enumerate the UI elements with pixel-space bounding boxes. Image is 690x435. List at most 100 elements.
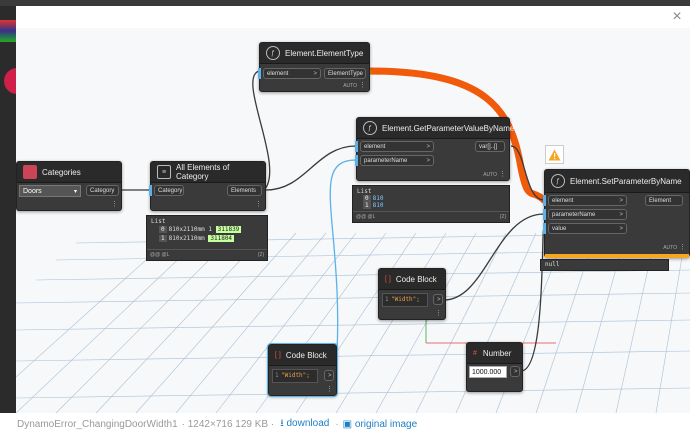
port-label: Category: [90, 187, 115, 194]
category-dropdown[interactable]: Doors▾: [19, 185, 81, 197]
number-node[interactable]: #Number 1000.000 >: [466, 342, 523, 392]
node-header[interactable]: #Number: [467, 343, 522, 364]
more-options-icon[interactable]: ⋮: [679, 244, 686, 251]
category-icon: [23, 165, 37, 179]
node-header[interactable]: Categories: [17, 162, 121, 183]
number-input[interactable]: 1000.000: [469, 366, 507, 378]
original-image-link[interactable]: ▣ original image: [343, 419, 418, 430]
output-port-var[interactable]: var[]..[]: [475, 141, 505, 152]
element-id-link[interactable]: 311804: [208, 235, 235, 242]
input-port-element[interactable]: element>: [548, 195, 627, 206]
list-icon: ≡: [157, 165, 171, 179]
preview-count: {2}: [257, 252, 264, 258]
node-title: Code Block: [395, 274, 437, 284]
color-swatch: [0, 20, 16, 42]
categories-node[interactable]: Categories Doors▾ Category ⋮: [16, 161, 122, 211]
dropdown-value: Doors: [23, 187, 42, 195]
more-options-icon[interactable]: ⋮: [359, 82, 366, 89]
more-options-icon[interactable]: ⋮: [499, 171, 506, 178]
output-port[interactable]: >: [433, 294, 443, 305]
more-options-icon[interactable]: ⋮: [111, 201, 118, 208]
chevron-right-icon: >: [619, 211, 623, 218]
code-editor[interactable]: 1 "Width";: [382, 293, 428, 307]
line-number: 1: [275, 372, 279, 379]
left-strip: [0, 6, 16, 413]
input-indicator: [543, 195, 546, 206]
preview-levels: @@ @L: [356, 214, 376, 220]
input-port-category[interactable]: Category: [154, 185, 184, 196]
more-options-icon[interactable]: ⋮: [255, 201, 262, 208]
chevron-right-icon: >: [619, 197, 623, 204]
port-label: ElementType: [328, 70, 364, 77]
preview-value: 810x2110mm: [168, 235, 205, 242]
port-label: value: [552, 225, 567, 232]
download-label: download: [286, 417, 330, 429]
number-value: 1000.000: [472, 368, 502, 376]
input-indicator: [258, 68, 261, 79]
node-title: All Elements of Category: [176, 163, 230, 181]
preview-value: 810: [372, 195, 384, 202]
node-header[interactable]: ƒ Element.SetParameterByName: [545, 170, 689, 193]
input-port-parametername[interactable]: parameterName>: [548, 209, 627, 220]
function-icon: ƒ: [266, 46, 280, 60]
warning-icon: [548, 149, 561, 160]
all-elements-of-category-node[interactable]: ≡ All Elements of Category Category Eleme…: [149, 161, 266, 211]
output-port-element[interactable]: Element: [645, 195, 683, 206]
close-icon[interactable]: ×: [672, 8, 682, 25]
download-link[interactable]: ⭳ download: [280, 416, 329, 433]
line-number: 1: [385, 296, 389, 303]
code-block-node-2[interactable]: [ ]Code Block 1 "Width"; > ⋮: [267, 343, 338, 397]
output-port-elements[interactable]: Elements: [227, 185, 262, 196]
node-title: Code Block: [285, 350, 327, 360]
set-parameter-by-name-node[interactable]: ƒ Element.SetParameterByName element> par…: [543, 169, 690, 258]
caption-meta: · 1242×716 129 KB ·: [181, 418, 275, 430]
image-icon: ▣: [342, 418, 353, 430]
output-port[interactable]: >: [510, 366, 520, 377]
node-title: Element.SetParameterByName: [570, 176, 682, 186]
preview-value: 810: [372, 202, 384, 209]
port-label: Element: [649, 197, 672, 204]
input-port-element[interactable]: element >: [360, 141, 434, 152]
output-port-category[interactable]: Category: [86, 185, 119, 196]
code-text: "Width";: [281, 372, 310, 379]
code-editor[interactable]: 1 "Width";: [272, 369, 318, 383]
preview-index: 1: [363, 202, 371, 209]
code-block-node-1[interactable]: [ ] Code Block 1 "Width"; > ⋮: [378, 268, 446, 320]
preview-index: 1: [159, 235, 167, 242]
port-label: element: [364, 143, 386, 150]
node-header[interactable]: ≡ All Elements of Category: [151, 162, 265, 183]
output-port-elementtype[interactable]: ElementType: [324, 68, 366, 79]
chevron-right-icon: >: [437, 296, 441, 303]
port-label: parameterName: [364, 157, 408, 164]
element-id-link[interactable]: 311839: [215, 226, 242, 233]
run-mode-label: AUTO: [343, 83, 357, 89]
node-title: Categories: [42, 167, 81, 177]
input-port-element[interactable]: element>: [263, 68, 321, 79]
top-bar: [0, 0, 690, 6]
node-header[interactable]: [ ] Code Block: [379, 269, 445, 290]
node-header[interactable]: [ ]Code Block: [269, 345, 336, 366]
chevron-right-icon: >: [328, 372, 332, 379]
more-options-icon[interactable]: ⋮: [435, 310, 442, 317]
output-port[interactable]: >: [324, 370, 334, 381]
chevron-right-icon: >: [426, 143, 430, 150]
set-parameter-preview[interactable]: null: [540, 259, 669, 271]
warning-badge[interactable]: [545, 145, 564, 164]
input-port-parametername[interactable]: parameterName>: [360, 155, 434, 166]
more-options-icon[interactable]: ⋮: [326, 386, 333, 393]
port-label: Category: [158, 187, 183, 194]
download-icon: ⭳: [280, 417, 284, 429]
preview-count: {2}: [499, 214, 506, 220]
code-block-icon: [ ]: [385, 275, 391, 283]
function-icon: ƒ: [551, 174, 565, 188]
input-port-value[interactable]: value>: [548, 223, 627, 234]
preview-id-index: 1: [208, 226, 212, 233]
input-indicator: [355, 155, 358, 166]
